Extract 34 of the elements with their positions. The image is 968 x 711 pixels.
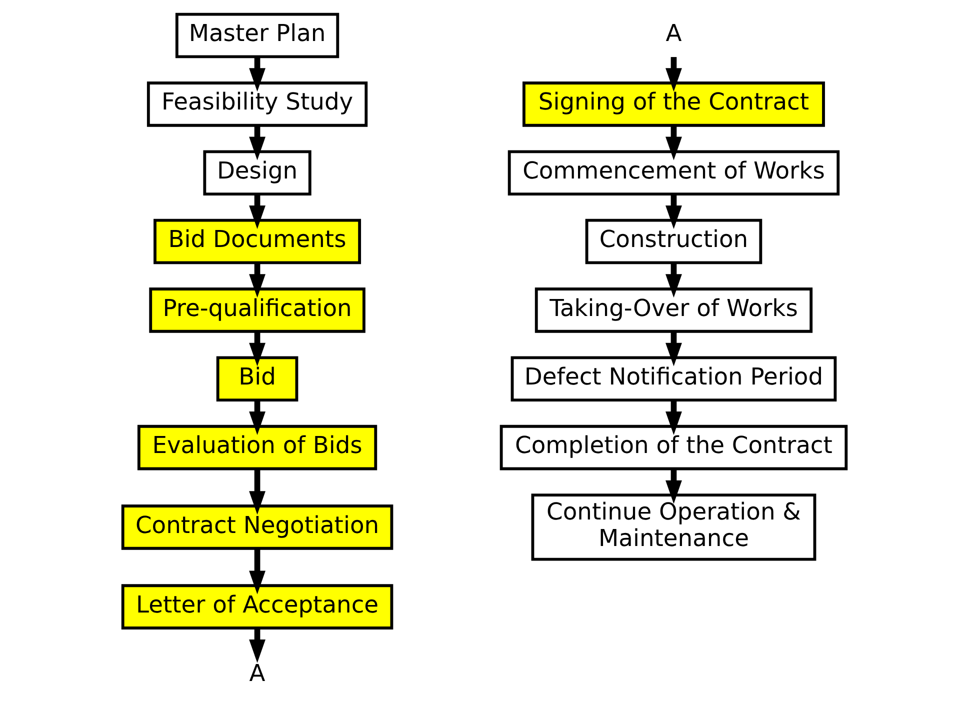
- node-text: A: [248, 659, 265, 688]
- arrow: [248, 468, 265, 515]
- arrow: [248, 126, 265, 160]
- node-box: Pre-qualification: [148, 288, 365, 333]
- node-text: A: [665, 19, 682, 48]
- node-box: Defect Notification Period: [510, 356, 836, 402]
- arrow: [665, 126, 682, 160]
- node-box: Bid Documents: [153, 218, 361, 264]
- node-box: Design: [202, 150, 311, 196]
- arrow: [665, 400, 682, 435]
- node-box: Feasibility Study: [146, 82, 368, 127]
- node-box: Continue Operation & Maintenance: [530, 494, 816, 561]
- arrow: [248, 194, 265, 229]
- arrow: [248, 628, 265, 663]
- arrow: [248, 332, 265, 366]
- arrow: [665, 468, 682, 504]
- arrow: [665, 194, 682, 229]
- node-box: Letter of Acceptance: [120, 584, 393, 630]
- arrow: [665, 332, 682, 366]
- arrow: [665, 263, 682, 298]
- arrow: [248, 400, 265, 435]
- arrow: [248, 548, 265, 594]
- node-box: Taking-Over of Works: [534, 288, 812, 333]
- node-box: Commencement of Works: [507, 150, 840, 196]
- node-box: Evaluation of Bids: [136, 424, 377, 470]
- node-box: Bid: [216, 356, 298, 402]
- node-box: Contract Negotiation: [120, 504, 393, 550]
- arrow: [665, 57, 682, 92]
- node-box: Signing of the Contract: [522, 82, 824, 127]
- arrow: [248, 263, 265, 298]
- node-box: Master Plan: [174, 12, 339, 58]
- node-box: Completion of the Contract: [499, 424, 848, 470]
- arrow: [248, 57, 265, 92]
- node-box: Construction: [584, 218, 762, 264]
